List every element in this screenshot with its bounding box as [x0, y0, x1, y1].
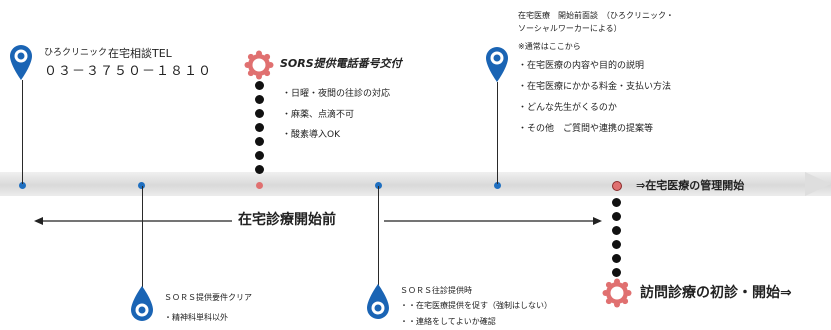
management-start-label: ⇒在宅医療の管理開始: [636, 179, 745, 192]
connector-dot: [255, 151, 264, 160]
sors-visit-title: ＳＯＲＳ往診提供時: [400, 286, 472, 295]
timeline-dot-5: [494, 182, 501, 189]
connector-line: [22, 80, 23, 184]
pre-start-period-label: 在宅診療開始前: [238, 212, 336, 228]
sors-phone-item-2: ・麻薬、点滴不可: [282, 110, 355, 120]
interview-item-2: ・在宅医療にかかる料金・支払い方法: [518, 82, 672, 92]
connector-dot: [612, 226, 621, 235]
connector-dot: [612, 254, 621, 263]
sors-visit-item-2: ・・連絡をしてよいか確認: [400, 317, 496, 326]
first-visit-label: 訪問診療の初診・開始⇒: [640, 285, 792, 301]
interview-title-line2: ソーシャルワーカーによる）: [518, 24, 622, 33]
sors-requirement-title: ＳＯＲＳ提供要件クリア: [164, 293, 252, 302]
connector-dot: [255, 95, 264, 104]
connector-dot: [255, 109, 264, 118]
connector-dot: [612, 268, 621, 277]
map-pin-icon: [8, 43, 34, 81]
connector-dot: [612, 198, 621, 207]
map-pin-icon: [129, 285, 155, 323]
sors-phone-item-3: ・酸素導入OK: [282, 130, 340, 140]
sors-requirement-item: ・精神科単科以外: [164, 313, 228, 322]
sors-phone-item-1: ・日曜・夜間の往診の対応: [282, 89, 391, 99]
map-pin-icon: [484, 45, 510, 83]
timeline-dot-4: [375, 182, 382, 189]
gear-icon: [602, 278, 632, 308]
tel-label: 在宅相談TEL: [108, 47, 172, 60]
timeline-dot-6: [612, 181, 622, 191]
interview-note: ※通常はここから: [518, 42, 581, 51]
timeline-dot-3: [256, 182, 263, 189]
connector-line: [497, 82, 498, 184]
connector-line: [142, 186, 143, 288]
timeline-arrow-tip: [805, 172, 831, 196]
timeline-dot-2: [138, 182, 145, 189]
sors-visit-item-1: ・・在宅医療提供を促す（強制はしない）: [400, 301, 552, 310]
connector-dot: [255, 137, 264, 146]
connector-dot: [255, 123, 264, 132]
connector-dot: [255, 165, 264, 174]
gear-icon: [244, 50, 274, 80]
phone-number: ０３－３７５０－１８１０: [44, 64, 213, 79]
clinic-label: ひろクリニック: [44, 48, 108, 58]
interview-title-line1: 在宅医療 開始前面談 （ひろクリニック・: [518, 11, 674, 20]
interview-item-1: ・在宅医療の内容や目的の説明: [518, 61, 645, 71]
sors-phone-title: SORS提供電話番号交付: [280, 57, 402, 70]
connector-dot: [612, 240, 621, 249]
period-double-arrow: [34, 206, 602, 236]
interview-item-4: ・その他 ご質問や連携の提案等: [518, 124, 654, 134]
interview-item-3: ・どんな先生がくるのか: [518, 103, 617, 113]
map-pin-icon: [365, 283, 391, 321]
connector-dot: [255, 81, 264, 90]
timeline-dot-1: [19, 182, 26, 189]
connector-line: [378, 186, 379, 286]
connector-dot: [612, 212, 621, 221]
